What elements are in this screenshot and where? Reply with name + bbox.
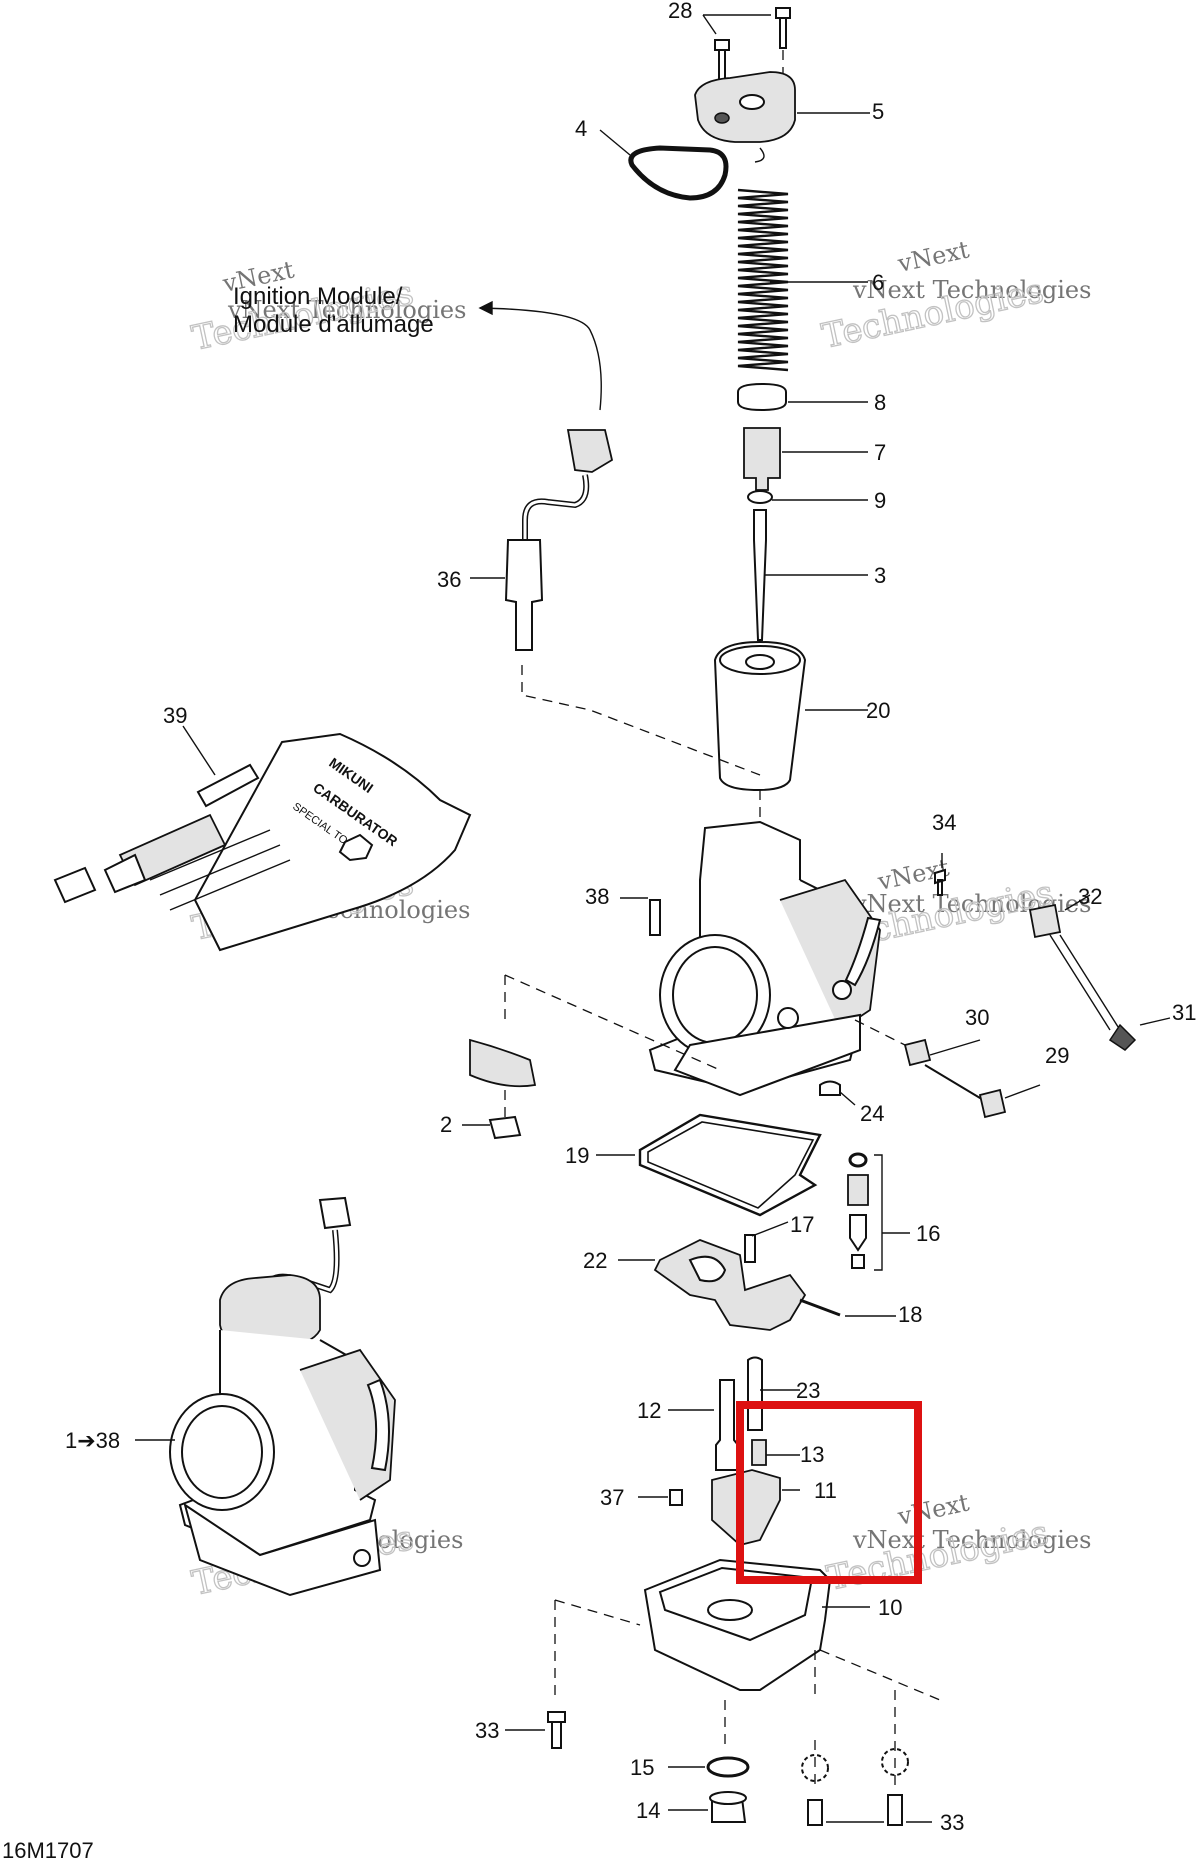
ignition-sensor bbox=[470, 300, 761, 776]
callout-12: 12 bbox=[637, 1398, 661, 1423]
spring bbox=[737, 188, 868, 372]
callout-19: 19 bbox=[565, 1143, 589, 1168]
callout-20: 20 bbox=[866, 698, 890, 723]
tool-kit: MIKUNI CARBURATOR SPECIAL TOOLS bbox=[53, 725, 472, 952]
callout-2: 2 bbox=[440, 1112, 452, 1137]
callout-17: 17 bbox=[790, 1212, 814, 1237]
callout-16: 16 bbox=[916, 1221, 940, 1246]
callout-39: 39 bbox=[163, 703, 187, 728]
jets bbox=[638, 1356, 800, 1546]
callout-37: 37 bbox=[600, 1485, 624, 1510]
callout-33-left: 33 bbox=[475, 1718, 499, 1743]
callout-3: 3 bbox=[874, 563, 886, 588]
callout-14: 14 bbox=[636, 1798, 660, 1823]
watermark-brand: vNext bbox=[894, 1488, 972, 1531]
throttle-slide bbox=[713, 640, 868, 860]
watermark-line: vNext Technologies bbox=[227, 296, 466, 324]
o-ring bbox=[599, 129, 729, 201]
watermark-brand: vNext bbox=[894, 235, 972, 278]
callout-13: 13 bbox=[800, 1442, 824, 1467]
callout-18: 18 bbox=[898, 1302, 922, 1327]
callout-36: 36 bbox=[437, 567, 461, 592]
callout-15: 15 bbox=[630, 1755, 654, 1780]
callout-24: 24 bbox=[860, 1101, 884, 1126]
callout-33-right: 33 bbox=[940, 1810, 964, 1835]
top-screws bbox=[702, 7, 791, 100]
callout-23: 23 bbox=[796, 1378, 820, 1403]
callout-31: 31 bbox=[1172, 1000, 1196, 1025]
watermark-line: vNext Technologies bbox=[852, 276, 1091, 304]
callout-1-to-38: 1➔38 bbox=[65, 1428, 120, 1453]
drain-plug-parts bbox=[462, 974, 721, 1140]
module-label-line1: Ignition Module/ bbox=[233, 283, 403, 310]
callout-38: 38 bbox=[585, 884, 609, 909]
highlight-box bbox=[736, 1401, 922, 1584]
callout-29: 29 bbox=[1045, 1043, 1069, 1068]
callout-5: 5 bbox=[872, 99, 884, 124]
float-assembly bbox=[618, 1221, 896, 1331]
carb-cap bbox=[694, 71, 870, 163]
callout-8: 8 bbox=[874, 390, 886, 415]
module-label-line2: Module d'allumage bbox=[233, 311, 434, 338]
callout-4: 4 bbox=[575, 116, 587, 141]
callout-32: 32 bbox=[1078, 884, 1102, 909]
bottom-parts bbox=[505, 1649, 941, 1826]
callout-28: 28 bbox=[668, 0, 692, 23]
callout-10: 10 bbox=[878, 1595, 902, 1620]
float-bowl bbox=[554, 1558, 870, 1700]
callout-30: 30 bbox=[965, 1005, 989, 1030]
figure-code: 16M1707 bbox=[2, 1838, 94, 1863]
side-screws bbox=[819, 853, 1171, 1119]
callout-labels: 28 5 4 6 8 7 9 3 36 20 39 34 32 38 31 30… bbox=[65, 0, 1196, 1835]
float-bowl-gasket bbox=[596, 1113, 822, 1217]
needle-assembly bbox=[737, 382, 868, 641]
callout-9: 9 bbox=[874, 488, 886, 513]
callout-34: 34 bbox=[932, 810, 956, 835]
callout-11: 11 bbox=[814, 1478, 837, 1503]
callout-22: 22 bbox=[583, 1248, 607, 1273]
callout-6: 6 bbox=[872, 270, 884, 295]
assembled-carburetor bbox=[135, 1196, 396, 1597]
callout-7: 7 bbox=[874, 440, 886, 465]
watermark-line: vNext Technologies bbox=[852, 1526, 1091, 1554]
carburetor-body bbox=[620, 820, 882, 1097]
needle-valve-set bbox=[847, 1152, 910, 1271]
